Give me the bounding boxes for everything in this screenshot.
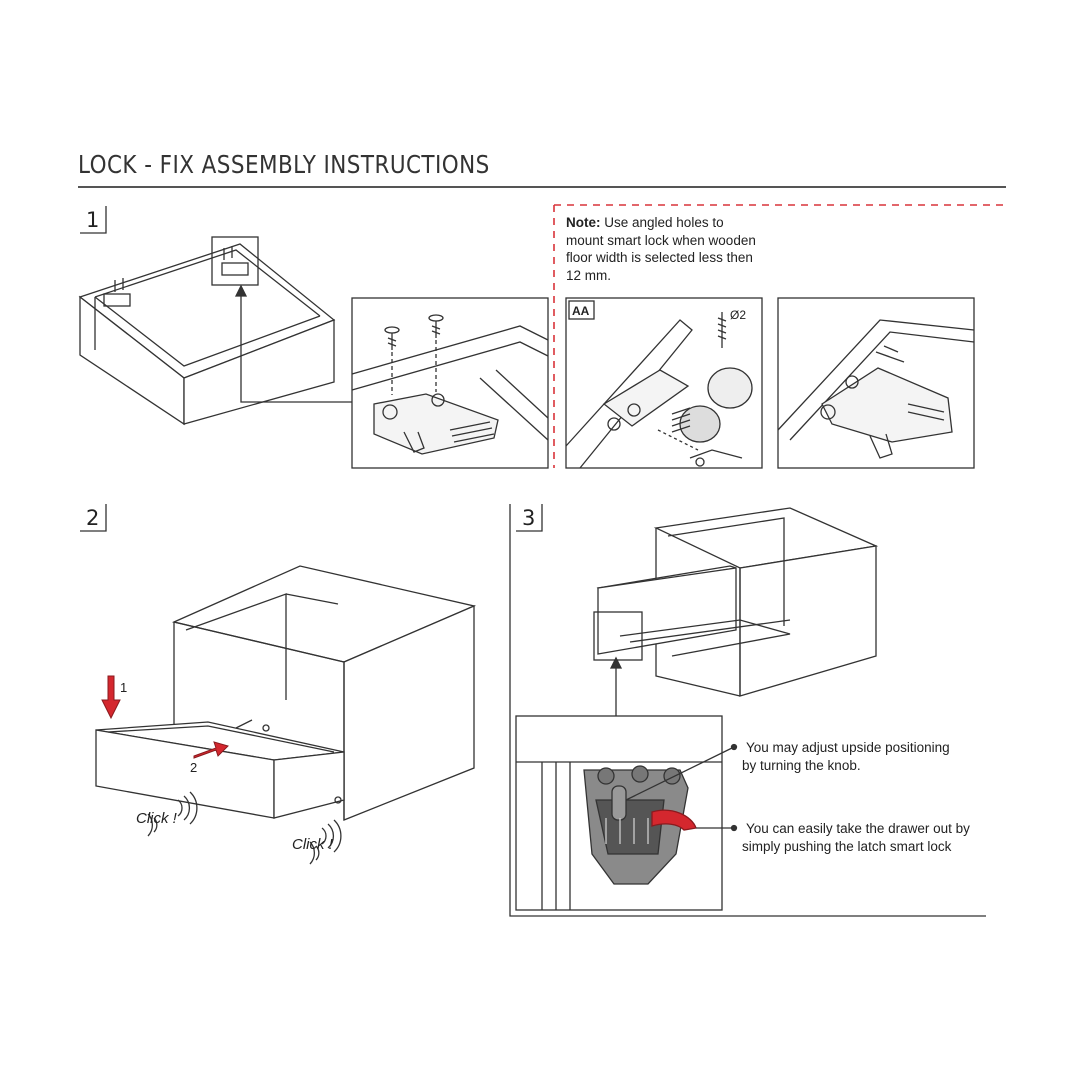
latch-callout-line-2: simply pushing the latch smart lock <box>742 839 952 854</box>
page-title: LOCK - FIX ASSEMBLY INSTRUCTIONS <box>78 150 490 179</box>
step-3-detail-panel <box>515 715 738 911</box>
step-1-detail-panel <box>351 297 549 469</box>
note-line-2: mount smart lock when wooden <box>566 232 756 248</box>
section-aa-label: AA <box>572 304 590 318</box>
section-aa-panel <box>565 297 763 469</box>
step-2-cabinet-drawing <box>95 565 477 865</box>
note-line-4: 12 mm. <box>566 267 612 283</box>
knob-adjust-callout: You may adjust upside positioning by tur… <box>742 739 950 775</box>
push-arrows <box>101 675 229 759</box>
note-separator <box>553 204 1006 468</box>
note-line-1: Use angled holes to <box>600 215 724 230</box>
step-1-bracket <box>80 206 107 234</box>
push-down-arrow-icon <box>101 675 121 720</box>
arrow-2-label: 2 <box>190 760 198 775</box>
step-3-cabinet-drawing <box>593 507 879 716</box>
step-number-2: 2 <box>86 506 100 530</box>
note-line-3: floor width is selected less then <box>566 250 753 265</box>
arrow-1-label: 1 <box>120 680 128 695</box>
step-number-3: 3 <box>522 506 536 530</box>
step-1-drawer-drawing <box>78 236 352 426</box>
knob-callout-line-2: by turning the knob. <box>742 758 861 773</box>
push-in-arrow-icon <box>193 741 229 759</box>
step-number-1: 1 <box>86 208 100 232</box>
screw-icon <box>384 314 444 350</box>
drill-diameter-label: Ø2 <box>730 308 747 322</box>
step-2-bracket <box>80 504 107 532</box>
click-label-right: Click ! <box>292 836 333 853</box>
smart-lock-part <box>373 393 499 455</box>
latch-release-callout: You can easily take the drawer out by si… <box>742 820 970 856</box>
latch-callout-line-1: You can easily take the drawer out by <box>746 821 970 836</box>
step-3-bracket <box>516 504 543 532</box>
title-rule <box>78 186 1006 188</box>
angled-holes-note: Note: Use angled holes to mount smart lo… <box>566 214 806 284</box>
click-label-left: Click ! <box>136 810 177 827</box>
knob-callout-line-1: You may adjust upside positioning <box>746 740 950 755</box>
step-3-frame <box>509 504 986 917</box>
latch-lever <box>651 809 697 831</box>
note-label: Note: <box>566 215 601 230</box>
angled-mount-panel <box>777 297 975 469</box>
